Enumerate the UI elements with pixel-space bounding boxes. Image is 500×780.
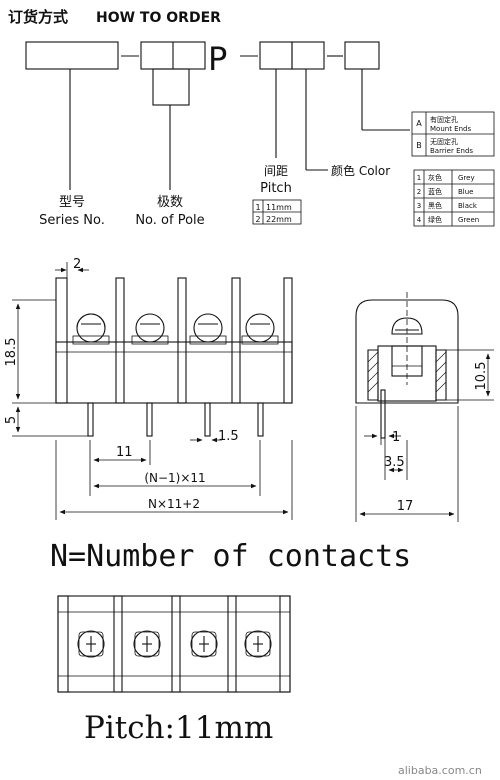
- color-code-4: 4: [417, 216, 422, 224]
- series-label-en: Series No.: [39, 213, 105, 228]
- series-label-cn: 型号: [59, 195, 85, 210]
- contacts-note: N=Number of contacts: [50, 539, 411, 574]
- end-box: [344, 41, 380, 70]
- end-options-table: A 有固定孔 Mount Ends B 无固定孔 Barrier Ends: [411, 111, 495, 157]
- dim-pin-length: 5: [4, 416, 19, 424]
- dim-side-height: 10.5: [474, 362, 489, 391]
- title-cn: 订货方式: [8, 8, 68, 26]
- dim-pin-width: 1.5: [218, 429, 239, 444]
- color-en-4: Green: [458, 216, 479, 224]
- screw-icon: [77, 630, 105, 658]
- pitch-value-2: 22mm: [266, 215, 292, 224]
- end-code-a: A: [416, 119, 422, 128]
- color-code-3: 3: [417, 202, 421, 210]
- pole-label-en: No. of Pole: [135, 213, 204, 228]
- color-options-table: 1 灰色 Grey 2 蓝色 Blue 3 黑色 Black 4 绿色 Gree…: [413, 169, 495, 227]
- dim-height: 18.5: [4, 338, 19, 367]
- end-code-b: B: [416, 141, 422, 150]
- end-en-a: Mount Ends: [430, 125, 471, 133]
- color-en-3: Black: [458, 202, 478, 210]
- screw-icon: [190, 630, 218, 658]
- pitch-label-cn: 间距: [264, 164, 288, 178]
- color-box: [291, 41, 325, 70]
- color-en-2: Blue: [458, 188, 474, 196]
- pitch-options-table: 1 11mm 2 22mm: [252, 199, 302, 225]
- code-letter: P: [208, 40, 227, 78]
- dim-side-offset: 3.5: [384, 455, 405, 470]
- pitch-value-1: 11mm: [266, 203, 292, 212]
- pitch-note: Pitch:11mm: [84, 710, 273, 746]
- end-en-b: Barrier Ends: [430, 147, 473, 155]
- title-en: HOW TO ORDER: [96, 10, 221, 26]
- dim-top-gap: 2: [73, 257, 81, 272]
- color-en-1: Grey: [458, 174, 475, 182]
- pitch-code-2: 2: [255, 215, 260, 224]
- screw-icon: [133, 630, 161, 658]
- dim-span: (N−1)×11: [144, 471, 205, 485]
- color-code-1: 1: [417, 174, 421, 182]
- color-code-2: 2: [417, 188, 421, 196]
- color-cn-3: 黑色: [428, 201, 442, 210]
- end-cn-a: 有固定孔: [430, 115, 458, 124]
- pole-subbox: [152, 68, 190, 106]
- dim-total: N×11+2: [148, 497, 200, 511]
- pole-label-cn: 极数: [157, 195, 183, 210]
- color-cn-1: 灰色: [428, 173, 442, 182]
- dim-side-width: 17: [397, 499, 414, 514]
- front-view: 2 18.5 5 11 1.: [4, 257, 293, 520]
- color-cn-4: 绿色: [428, 215, 442, 224]
- pitch-box: [259, 41, 293, 70]
- color-cn-2: 蓝色: [428, 187, 442, 196]
- series-box: [25, 41, 119, 70]
- watermark: alibaba.com.cn: [398, 764, 482, 777]
- pitch-label-en: Pitch: [260, 181, 292, 196]
- dim-side-pin: 1: [392, 430, 400, 445]
- end-cn-b: 无固定孔: [430, 137, 458, 146]
- color-label: 颜色 Color: [331, 163, 390, 178]
- dim-pitch: 11: [116, 445, 133, 460]
- top-view: [57, 595, 291, 693]
- screw-icon: [244, 630, 272, 658]
- side-view: 10.5 1 3.5 17: [355, 292, 494, 522]
- pitch-code-1: 1: [255, 203, 260, 212]
